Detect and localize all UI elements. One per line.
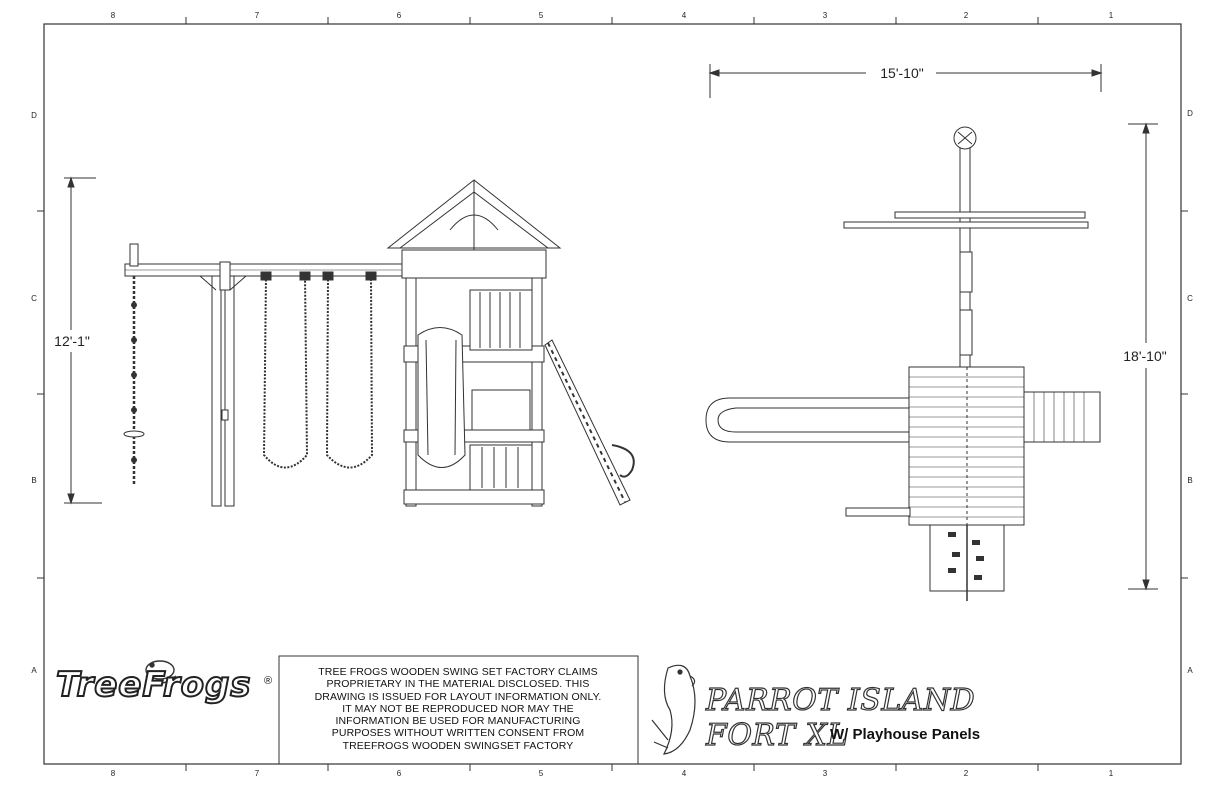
product-subtitle: W/ Playhouse Panels bbox=[830, 726, 981, 743]
zone-label: A bbox=[31, 666, 37, 675]
zone-label: 3 bbox=[823, 11, 828, 20]
frog-icon bbox=[145, 660, 177, 684]
zone-label: 6 bbox=[397, 769, 402, 778]
height-dimension bbox=[64, 176, 102, 505]
zone-label: 8 bbox=[111, 11, 116, 20]
plan-slide bbox=[705, 397, 910, 443]
notice-line: TREEFROGS WOODEN SWINGSET FACTORY bbox=[342, 739, 574, 752]
brand-logo: TreeFrogs bbox=[55, 664, 252, 706]
zone-label: D bbox=[1187, 109, 1193, 118]
zone-label: 3 bbox=[823, 769, 828, 778]
plan-view bbox=[705, 64, 1158, 601]
zone-label: C bbox=[31, 294, 37, 303]
width-dimension bbox=[708, 64, 1103, 98]
notice-line: INFORMATION BE USED FOR MANUFACTURING bbox=[335, 715, 581, 728]
zone-label: 6 bbox=[397, 11, 402, 20]
parrot-icon bbox=[651, 664, 696, 755]
zone-labels-left: D C B A bbox=[31, 111, 37, 675]
zone-label: 1 bbox=[1109, 769, 1114, 778]
notice-box bbox=[278, 655, 639, 765]
zone-label: C bbox=[1187, 294, 1193, 303]
climbing-rope bbox=[123, 243, 145, 485]
notice-line: PURPOSES WITHOUT WRITTEN CONSENT FROM bbox=[331, 727, 585, 740]
zone-label: 5 bbox=[539, 11, 544, 20]
zone-label: B bbox=[1187, 476, 1192, 485]
depth-dimension bbox=[1128, 122, 1158, 591]
zone-label: 2 bbox=[964, 769, 969, 778]
zone-label: 4 bbox=[682, 769, 687, 778]
slide-side bbox=[417, 327, 466, 468]
zone-labels-bottom: 8 7 6 5 4 3 2 1 bbox=[111, 769, 1114, 778]
width-dimension-label: 15'-10" bbox=[880, 65, 923, 81]
height-dimension-label: 12'-1" bbox=[54, 333, 90, 349]
zone-label: 1 bbox=[1109, 11, 1114, 20]
depth-dimension-label: 18'-10" bbox=[1123, 348, 1166, 364]
zone-ticks bbox=[37, 17, 1188, 771]
proprietary-notice: TREE FROGS WOODEN SWING SET FACTORY CLAI… bbox=[282, 659, 634, 759]
climbing-ramp bbox=[544, 339, 635, 506]
registered-mark: ® bbox=[264, 675, 273, 687]
zone-label: 4 bbox=[682, 11, 687, 20]
zone-label: A bbox=[1187, 666, 1193, 675]
swing-chains bbox=[262, 275, 374, 469]
zone-labels-right: D C B A bbox=[1187, 109, 1193, 675]
notice-line: TREE FROGS WOODEN SWING SET FACTORY CLAI… bbox=[318, 665, 598, 678]
notice-line: DRAWING IS ISSUED FOR LAYOUT INFORMATION… bbox=[314, 690, 602, 703]
side-elevation bbox=[64, 176, 635, 507]
plan-ramp bbox=[1023, 391, 1101, 443]
swing-hangers bbox=[260, 271, 377, 281]
a-frame-legs bbox=[199, 261, 247, 507]
fort-tower bbox=[386, 179, 562, 507]
notice-line: IT MAY NOT BE REPRODUCED NOR MAY THE bbox=[342, 702, 574, 715]
zone-label: D bbox=[31, 111, 37, 120]
zone-labels-top: 8 7 6 5 4 3 2 1 bbox=[111, 11, 1114, 20]
zone-label: 7 bbox=[255, 769, 260, 778]
zone-label: 8 bbox=[111, 769, 116, 778]
notice-line: PROPRIETARY IN THE MATERIAL DISCLOSED. T… bbox=[326, 678, 590, 691]
product-title-line2: FORT XL bbox=[705, 717, 848, 753]
zone-label: 2 bbox=[964, 11, 969, 20]
zone-label: 7 bbox=[255, 11, 260, 20]
zone-label: B bbox=[31, 476, 36, 485]
product-title-line1: PARROT ISLAND bbox=[705, 682, 976, 718]
zone-label: 5 bbox=[539, 769, 544, 778]
